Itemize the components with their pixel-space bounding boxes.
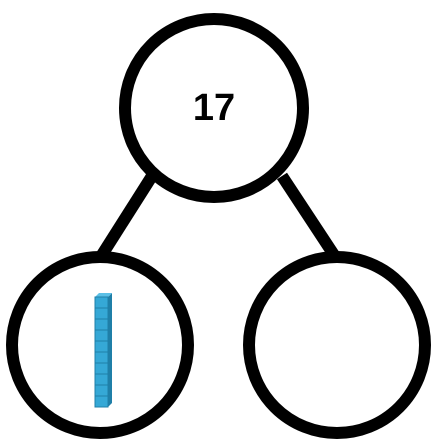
ten-rod-block	[95, 293, 112, 407]
connector-left	[100, 176, 152, 258]
connector-right	[282, 176, 336, 258]
part-circle-right	[249, 257, 425, 433]
whole-value: 17	[140, 78, 288, 138]
ten-rod-side	[108, 293, 112, 407]
